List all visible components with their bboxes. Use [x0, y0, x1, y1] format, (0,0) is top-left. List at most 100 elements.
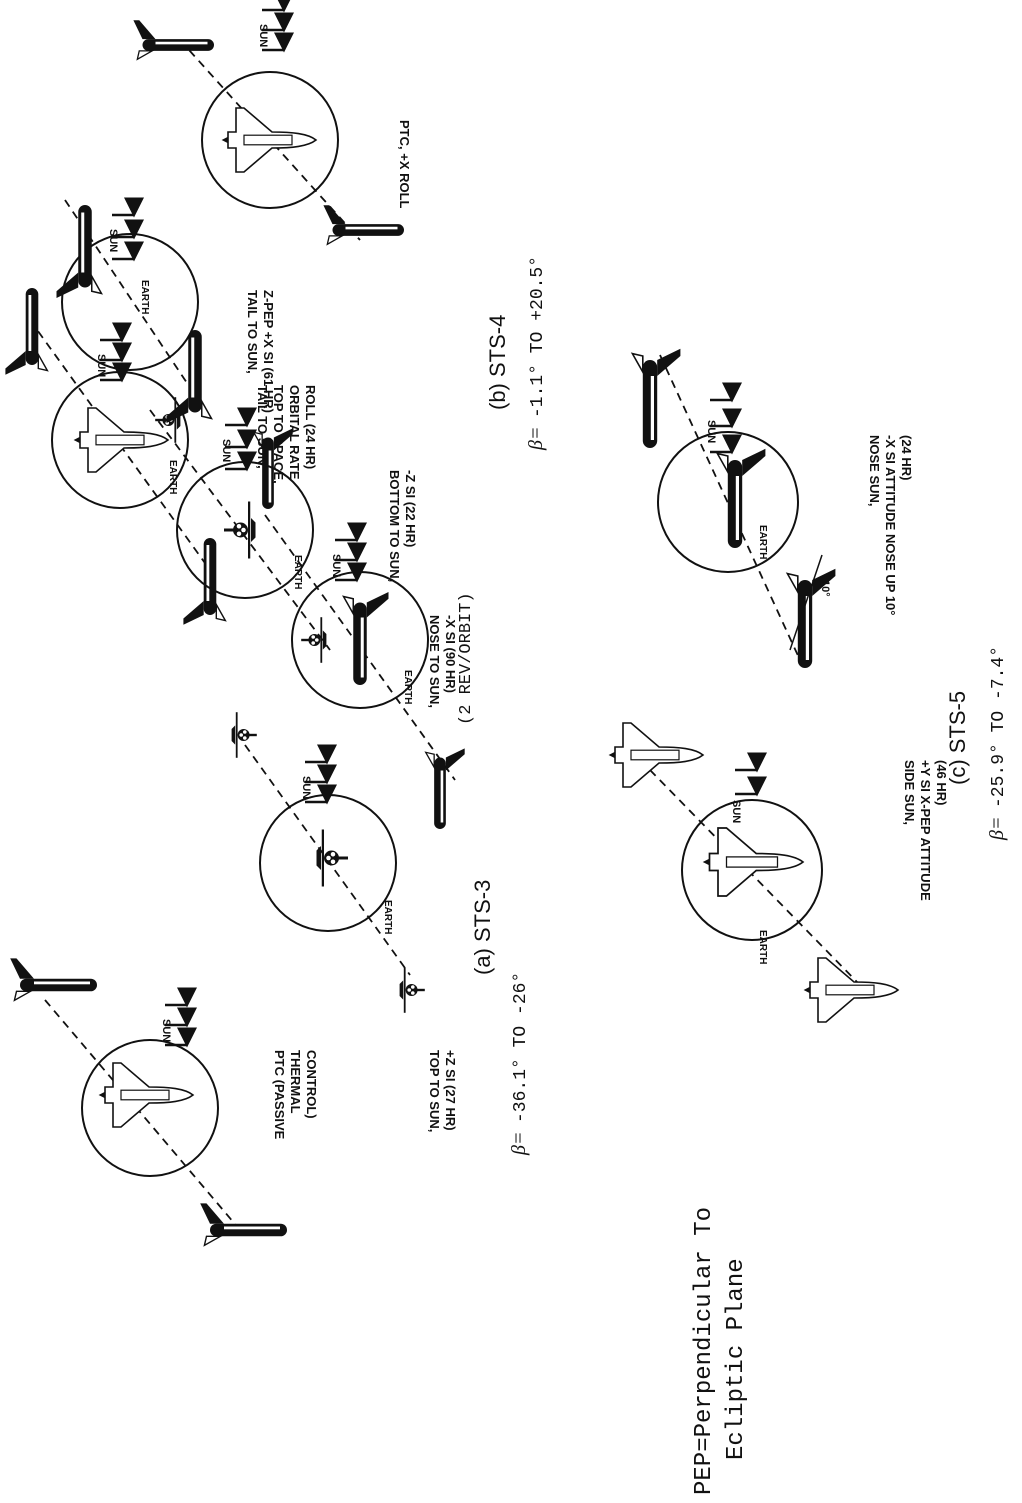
- shuttle-icon: [631, 347, 682, 449]
- svg-text:TAIL TO SUN, TOP TO SP: TAIL TO SUN, TOP TO SPACE, ORBITAL RATE …: [255, 385, 318, 487]
- legend-line-2: Ecliptic Plane: [723, 1258, 750, 1460]
- svg-text:PTC, +X ROLL: PTC, +X ROLL: [397, 120, 412, 209]
- attitude-a1: SUN PTC (PASSIVE THERMAL CONTROL) TOP TO…: [9, 957, 458, 1247]
- beta-range: -36.1° TO -26°: [511, 972, 531, 1123]
- panel-a-note: (2 REV/ORBIT): [457, 592, 476, 725]
- attitude-label: TOP TO SPACE,: [271, 385, 286, 484]
- shuttle-icon: [72, 407, 169, 473]
- earth-orbit-circle: [657, 431, 799, 573]
- earth-label: EARTH: [757, 525, 768, 559]
- shuttle-icon: [425, 747, 466, 830]
- attitude-b2: SUN EARTH TAIL TO SUN, Z-PEP +X SI (61 H…: [55, 197, 276, 424]
- svg-text:NOSE TO SUN, -X SI (90: NOSE TO SUN, -X SI (90 HR): [427, 615, 458, 712]
- beta-range: -25.9° TO -7.4°: [989, 646, 1009, 808]
- attitude-label: +Z SI (27 HR): [443, 1050, 458, 1131]
- attitude-label: (46 HR): [934, 760, 949, 806]
- attitude-label: PTC (PASSIVE: [272, 1050, 287, 1140]
- sun-label: SUN: [705, 420, 717, 443]
- shuttle-icon: [399, 967, 425, 1013]
- panel-b-title: (b) STS-4: [485, 315, 510, 410]
- beta-symbol: β=: [525, 427, 547, 451]
- legend-line-1: PEP=Perpendicular To: [691, 1207, 718, 1495]
- earth-label: EARTH: [402, 670, 413, 704]
- beta-symbol: β=: [986, 817, 1008, 841]
- panel-c-beta: β= -25.9° TO -7.4°: [986, 646, 1009, 841]
- earth-label: EARTH: [292, 555, 303, 589]
- panel-c: SUN EARTH SIDE SUN, +Y SI X-PEP ATTITUDE…: [607, 347, 1009, 1023]
- sun-label: SUN: [220, 439, 232, 462]
- orbit-line: [149, 409, 331, 651]
- angle-label: 10°: [819, 580, 831, 597]
- attitude-label: ORBITAL RATE: [287, 385, 302, 480]
- attitude-a2: SUN EARTH: [231, 712, 425, 1013]
- attitude-label: -X SI (90 HR): [443, 615, 458, 693]
- shuttle-icon: [4, 287, 49, 376]
- pep-legend: PEP=Perpendicular To Ecliptic Plane: [691, 1207, 750, 1495]
- attitude-label: SIDE SUN,: [902, 760, 917, 825]
- attitude-label: CONTROL): [304, 1050, 319, 1119]
- shuttle-icon: [220, 107, 317, 173]
- attitude-b1: SUN EARTH BOTTOM TO SUN, -Z SI (22 HR): [149, 397, 418, 663]
- shuttle-icon: [224, 501, 256, 559]
- attitude-label: -X SI ATTITUDE NOSE UP 10°: [883, 435, 898, 616]
- svg-text:NOSE SUN, -X SI ATTITU: NOSE SUN, -X SI ATTITUDE NOSE UP 10° (24…: [867, 435, 914, 619]
- sun-label: SUN: [107, 229, 119, 252]
- attitude-b3: SUN PTC, +X ROLL: [132, 0, 412, 245]
- attitude-a4: SUN EARTH TAIL TO SUN, TOP TO SPACE, ORB…: [4, 287, 318, 626]
- attitude-c1: SUN EARTH SIDE SUN, +Y SI X-PEP ATTITUDE…: [607, 722, 949, 1023]
- sun-label: SUN: [160, 1019, 172, 1042]
- attitude-label: TAIL TO SUN,: [255, 385, 270, 469]
- earth-label: EARTH: [167, 460, 178, 494]
- sun-label: SUN: [300, 776, 312, 799]
- shuttle-icon: [231, 712, 257, 758]
- attitude-label: Z-PEP +X SI (61 HR): [261, 290, 276, 413]
- shuttle-icon: [342, 591, 390, 686]
- orbit-line: [44, 999, 241, 1231]
- sun-label: SUN: [95, 354, 107, 377]
- svg-text:BOTTOM TO SUN, -Z SI (: BOTTOM TO SUN, -Z SI (22 HR): [387, 470, 418, 586]
- panel-a-title: (a) STS-3: [470, 880, 495, 975]
- svg-text:TAIL TO SUN, Z-PEP +X: TAIL TO SUN, Z-PEP +X SI (61 HR): [245, 290, 276, 413]
- earth-label: EARTH: [382, 900, 393, 934]
- attitude-c2: SUN EARTH 10° NOSE SUN, -X SI ATTITUDE N…: [631, 347, 914, 669]
- shuttle-icon: [132, 19, 215, 60]
- attitude-label: TOP TO SUN,: [427, 1050, 442, 1132]
- shuttle-icon: [97, 1062, 194, 1128]
- earth-orbit-circle: [681, 799, 823, 941]
- earth-label: EARTH: [757, 930, 768, 964]
- attitude-label: (24 HR): [899, 435, 914, 481]
- attitude-label: BOTTOM TO SUN,: [387, 470, 402, 582]
- orbit-line: [264, 514, 456, 781]
- svg-text:TOP TO SUN, +Z SI (27: TOP TO SUN, +Z SI (27 HR): [427, 1050, 458, 1136]
- shuttle-icon: [55, 204, 103, 299]
- shuttle-icon: [316, 829, 348, 887]
- shuttle-icon: [322, 204, 405, 245]
- panel-a: SUN PTC (PASSIVE THERMAL CONTROL) TOP TO…: [4, 287, 531, 1247]
- svg-text:SIDE SUN, +Y SI X-PEP: SIDE SUN, +Y SI X-PEP ATTITUDE (46 HR): [902, 760, 949, 904]
- attitude-label: NOSE SUN,: [867, 435, 882, 507]
- attitude-label: PTC, +X ROLL: [397, 120, 412, 209]
- beta-range: -1.1° TO +20.5°: [528, 256, 548, 418]
- panel-b-beta: β= -1.1° TO +20.5°: [525, 256, 548, 451]
- attitude-label: ROLL (24 HR): [303, 385, 318, 469]
- earth-orbit-circle: [201, 71, 339, 209]
- earth-label: EARTH: [139, 280, 150, 314]
- attitude-label: -Z SI (22 HR): [403, 470, 418, 547]
- sun-label: SUN: [257, 24, 269, 47]
- attitude-label: TAIL TO SUN,: [245, 290, 260, 374]
- sun-label: SUN: [330, 554, 342, 577]
- attitude-label: THERMAL: [288, 1050, 303, 1114]
- shuttle-icon: [9, 957, 98, 1002]
- earth-orbit-circle: [81, 1039, 219, 1177]
- svg-text:PTC (PASSIVE THERMAL: PTC (PASSIVE THERMAL CONTROL): [272, 1050, 319, 1143]
- attitude-a3: SUN EARTH NOSE TO SUN, -X SI (90 HR): [253, 427, 466, 830]
- panel-a-beta: β= -36.1° TO -26°: [508, 972, 531, 1156]
- panel-c-title: (c) STS-5: [945, 691, 970, 785]
- shuttle-icon: [701, 827, 804, 897]
- attitude-label: NOSE TO SUN,: [427, 615, 442, 708]
- shuttle-icon: [607, 722, 704, 788]
- shuttle-icon: [802, 957, 899, 1023]
- beta-symbol: β=: [508, 1132, 530, 1156]
